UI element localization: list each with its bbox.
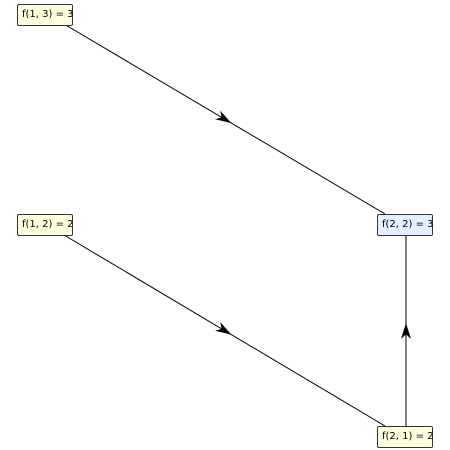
node-f12: f(1, 2) = 2 — [17, 214, 74, 236]
node-f22-label: f(2, 2) = 3 — [382, 219, 434, 230]
node-f21-label: f(2, 1) = 2 — [382, 431, 434, 442]
arrowhead-f21-to-f22 — [401, 323, 411, 339]
arrowhead-f13-to-f22 — [215, 110, 232, 124]
node-f21: f(2, 1) = 2 — [377, 426, 434, 448]
node-f22: f(2, 2) = 3 — [377, 214, 434, 236]
arrowhead-f12-to-f21 — [215, 322, 232, 335]
node-f13-label: f(1, 3) = 3 — [22, 9, 74, 20]
node-f12-label: f(1, 2) = 2 — [22, 219, 74, 230]
node-f13: f(1, 3) = 3 — [17, 4, 74, 26]
